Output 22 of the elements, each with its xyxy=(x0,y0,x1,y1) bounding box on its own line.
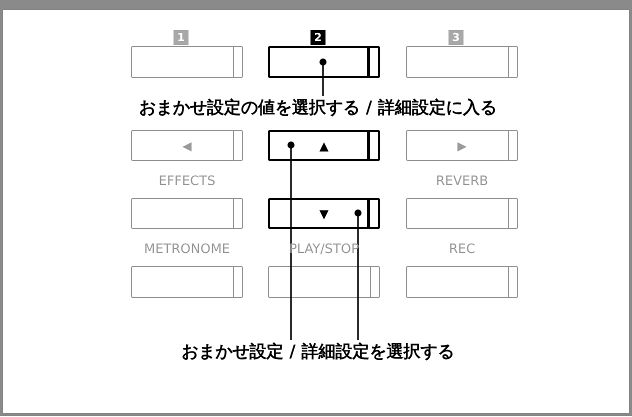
button-caption: METRONOME xyxy=(144,242,230,257)
panel-button: ◀ xyxy=(131,130,243,161)
panel-button xyxy=(131,198,243,229)
button-number: 2 xyxy=(310,30,326,45)
panel-button xyxy=(268,46,380,78)
leader-line xyxy=(354,210,362,341)
panel-button xyxy=(406,198,518,229)
button-caption: EFFECTS xyxy=(158,174,216,189)
leader-line xyxy=(320,58,326,97)
panel-button xyxy=(131,46,243,78)
button-number: 1 xyxy=(174,30,188,45)
panel-button xyxy=(406,46,518,78)
button-caption: REVERB xyxy=(436,174,488,189)
panel-button xyxy=(268,266,380,298)
panel-button: ▲ xyxy=(268,130,380,161)
button-caption: REC xyxy=(448,242,476,257)
button-number: 3 xyxy=(448,30,464,45)
panel-button xyxy=(406,266,518,298)
panel-button: ▶ xyxy=(406,130,518,161)
panel-button: ▼ xyxy=(268,198,380,229)
panel-button xyxy=(131,266,243,298)
leader-line xyxy=(288,142,294,341)
